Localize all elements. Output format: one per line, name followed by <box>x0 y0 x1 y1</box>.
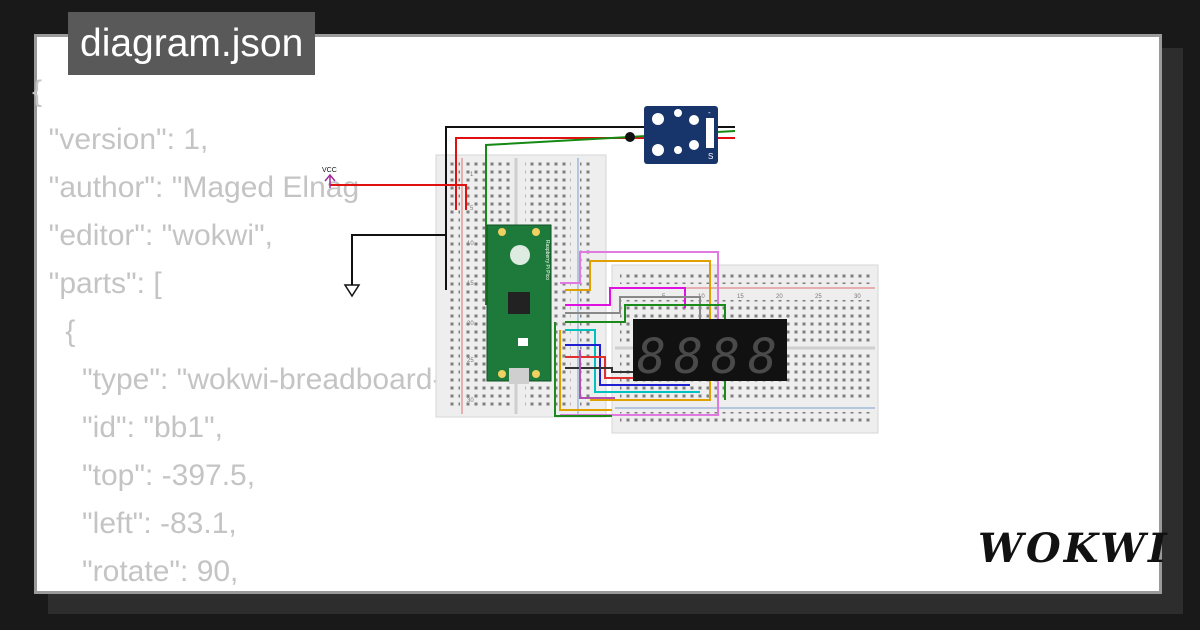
wokwi-logo: WOKWI <box>978 525 1170 572</box>
row-label: 20 <box>467 321 474 327</box>
row-label: 25 <box>467 358 474 364</box>
col-label: 20 <box>776 294 783 300</box>
pico-label: Raspberry Pi Pico <box>544 240 550 280</box>
display-digit: 8 <box>711 329 740 385</box>
row-label: 30 <box>467 398 474 404</box>
display-digit: 8 <box>674 329 703 385</box>
col-label: 25 <box>815 294 822 300</box>
row-label: 15 <box>467 281 474 287</box>
seven-segment-display: 8 8 8 8 <box>633 319 787 385</box>
code-line: { <box>32 75 43 108</box>
code-line: "left": -83.1, <box>32 507 237 540</box>
display-digit: 8 <box>748 329 777 385</box>
pico-board: Raspberry Pi Pico <box>486 224 552 384</box>
col-label: 30 <box>854 294 861 300</box>
code-line: "editor": "wokwi", <box>32 219 273 252</box>
signal-wires <box>554 251 726 417</box>
code-line: "version": 1, <box>32 123 209 156</box>
col-label: 10 <box>698 294 705 300</box>
module-pin-label: - <box>708 108 711 117</box>
code-line: "top": -397.5, <box>32 459 256 492</box>
row-label: 10 <box>467 241 474 247</box>
code-line: { <box>32 315 76 348</box>
code-line: "id": "bb1", <box>32 411 224 444</box>
code-line: "parts": [ <box>32 267 162 300</box>
code-line: "rotate": 90, <box>32 555 239 588</box>
sensor-module: - S <box>625 106 718 164</box>
ground-symbol <box>343 284 361 298</box>
vcc-symbol: VCC <box>322 167 337 188</box>
vcc-label: VCC <box>322 167 337 174</box>
col-label: 15 <box>737 294 744 300</box>
display-digit: 8 <box>637 329 666 385</box>
file-title-tab: diagram.json <box>68 12 316 75</box>
row-label: 5 <box>470 206 474 212</box>
module-pin-label: S <box>708 152 713 161</box>
row-label: 1 <box>470 172 474 178</box>
code-line: "author": "Maged Elnag <box>32 171 360 204</box>
